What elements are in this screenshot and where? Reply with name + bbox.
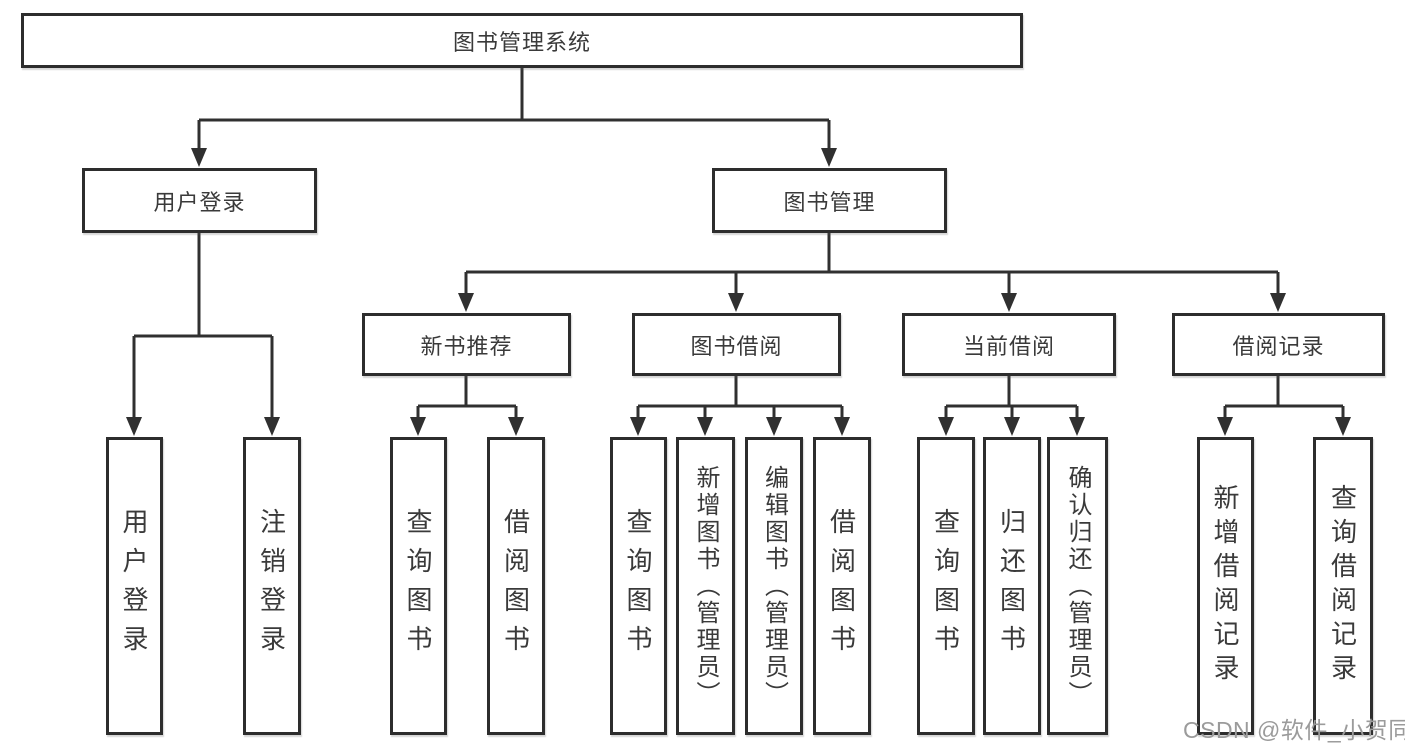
leaf-user-login: 用户登录 <box>106 437 163 735</box>
leaf-return-books: 归还图书 <box>983 437 1041 735</box>
node-label: 图书管理 <box>783 189 876 215</box>
node-label: 图书管理系统 <box>452 29 591 55</box>
leaf-logout: 注销登录 <box>243 437 301 735</box>
node-label: 查询图书 <box>403 508 433 664</box>
node-label: 借阅记录 <box>1232 333 1325 359</box>
arrowhead-icons <box>126 148 1351 436</box>
node-borrow-records: 借阅记录 <box>1172 313 1385 376</box>
leaf-confirm-return-admin: 确认归还（管理员） <box>1047 437 1108 735</box>
leaf-query-books-current: 查询图书 <box>917 437 975 735</box>
leaf-query-books-recommend: 查询图书 <box>390 437 447 735</box>
node-label: 新增借阅记录 <box>1210 484 1240 688</box>
node-label: 借阅图书 <box>500 508 531 664</box>
node-user-login: 用户登录 <box>82 168 317 233</box>
leaf-edit-book-admin: 编辑图书（管理员） <box>745 437 803 735</box>
node-label: 确认归还（管理员） <box>1064 464 1091 708</box>
node-label: 用户登录 <box>119 508 149 664</box>
node-label: 查询图书 <box>623 508 653 664</box>
node-label: 新书推荐 <box>420 333 513 359</box>
node-label: 注销登录 <box>256 508 287 664</box>
leaf-add-borrow-record: 新增借阅记录 <box>1197 437 1254 735</box>
node-label: 用户登录 <box>153 189 246 215</box>
node-label: 借阅图书 <box>826 508 857 664</box>
leaf-borrow-books: 借阅图书 <box>813 437 871 735</box>
node-label: 归还图书 <box>996 508 1027 664</box>
node-label: 查询借阅记录 <box>1327 484 1358 688</box>
node-book-management: 图书管理 <box>712 168 947 233</box>
csdn-watermark: CSDN @软件_小贺同学 <box>1183 717 1405 743</box>
leaf-query-books-borrowing: 查询图书 <box>610 437 667 735</box>
node-new-book-recommend: 新书推荐 <box>362 313 571 376</box>
node-root-system: 图书管理系统 <box>21 13 1023 68</box>
node-label: 图书借阅 <box>690 333 783 359</box>
node-label: 新增图书（管理员） <box>692 464 719 708</box>
leaf-borrow-books-recommend: 借阅图书 <box>487 437 545 735</box>
node-label: 当前借阅 <box>962 333 1055 359</box>
leaf-add-book-admin: 新增图书（管理员） <box>676 437 735 735</box>
leaf-query-borrow-record: 查询借阅记录 <box>1313 437 1373 735</box>
node-label: 编辑图书（管理员） <box>760 464 788 708</box>
node-current-borrowing: 当前借阅 <box>902 313 1116 376</box>
node-label: 查询图书 <box>930 508 961 664</box>
node-book-borrowing: 图书借阅 <box>632 313 841 376</box>
